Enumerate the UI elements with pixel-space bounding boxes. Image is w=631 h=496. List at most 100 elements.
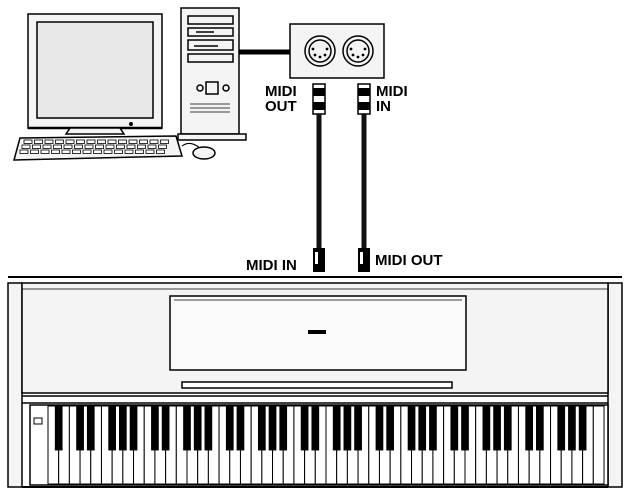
black-key (108, 405, 117, 451)
black-key (535, 405, 544, 451)
black-key (183, 405, 191, 451)
mouse (181, 142, 216, 160)
black-key (204, 405, 213, 451)
computer (13, 7, 385, 161)
keyboard-key (118, 139, 127, 144)
keyboard-key (97, 139, 106, 144)
black-key (151, 405, 159, 451)
keyboard-key (145, 149, 155, 154)
keyboard-key (156, 149, 165, 154)
black-key (407, 405, 416, 451)
white-key (592, 405, 605, 485)
piano-midi-out-label: MIDI OUT (375, 252, 443, 269)
keyboard-key (72, 149, 81, 154)
music-rest (169, 295, 467, 371)
keyboard-key (55, 139, 64, 144)
black-key (503, 405, 512, 451)
keyboard-key (124, 149, 134, 154)
black-key (300, 405, 309, 451)
piano-keys (47, 405, 605, 485)
black-key (279, 405, 288, 451)
keyboard-key (51, 149, 60, 154)
black-key (493, 405, 501, 451)
keyboard-key (76, 139, 85, 144)
black-key (193, 405, 202, 451)
black-key (118, 405, 127, 451)
keyboard-key (128, 139, 138, 144)
keyboard-key (53, 144, 62, 149)
black-key (257, 405, 266, 451)
black-key (86, 405, 95, 451)
black-key (54, 405, 63, 451)
computer-midi-in-line2: IN (376, 98, 391, 115)
black-key (129, 405, 138, 451)
keyboard-key (137, 144, 146, 149)
computer-midi-out-label: MIDI OUT (265, 84, 297, 114)
computer-midi-out-line2: OUT (265, 98, 297, 115)
black-key (450, 405, 459, 451)
piano-midi-in-label: MIDI IN (246, 257, 297, 274)
keyboard-key (40, 149, 50, 154)
black-key (161, 405, 170, 451)
midi-out-port (304, 35, 336, 67)
keyboard-key (44, 139, 54, 144)
black-key (429, 405, 437, 451)
keyboard-key (74, 144, 83, 149)
keyboard-key (160, 139, 169, 144)
keyboard-keys (19, 139, 169, 154)
black-key (236, 405, 245, 451)
keyboard-key (61, 149, 71, 154)
black-key (332, 405, 341, 451)
black-key (578, 405, 587, 451)
monitor (27, 13, 163, 135)
keyboard-key (114, 149, 123, 154)
keyboard-key (158, 144, 167, 149)
midi-in-port (342, 35, 374, 67)
keyboard-key (21, 144, 31, 149)
keyboard-key (139, 139, 148, 144)
black-key (76, 405, 84, 451)
black-key (418, 405, 427, 451)
computer-midi-in-line1: MIDI (376, 83, 408, 100)
keyboard-key (84, 144, 94, 149)
computer-keyboard (13, 135, 184, 161)
computer-midi-out-line1: MIDI (265, 83, 297, 100)
black-key (525, 405, 534, 451)
computer-tower (177, 7, 247, 141)
midi-cable-left (312, 83, 326, 272)
keyboard-key (93, 149, 102, 154)
black-key (461, 405, 469, 451)
black-key (375, 405, 384, 451)
black-key (268, 405, 277, 451)
black-key (225, 405, 234, 451)
keyboard-key (34, 139, 43, 144)
black-key (568, 405, 576, 451)
keyboard-key (105, 144, 115, 149)
keyboard-key (149, 139, 159, 144)
keyboard-key (42, 144, 52, 149)
midi-cable-right (357, 83, 371, 272)
keyboard-key (135, 149, 144, 154)
black-key (311, 405, 320, 451)
keyboard-key (19, 149, 29, 154)
black-key (354, 405, 362, 451)
keyboard-key (86, 139, 96, 144)
midi-interface (289, 23, 385, 79)
keyboard-key (103, 149, 113, 154)
black-key (343, 405, 352, 451)
digital-piano (7, 276, 623, 488)
keyboard-key (95, 144, 104, 149)
black-key (482, 405, 491, 451)
keyboard-key (147, 144, 157, 149)
computer-midi-in-label: MIDI IN (376, 84, 408, 114)
keyboard-key (30, 149, 39, 154)
keyboard-key (32, 144, 41, 149)
keyboard-key (107, 139, 117, 144)
black-key (557, 405, 566, 451)
keyboard-key (116, 144, 125, 149)
keyboard-key (82, 149, 92, 154)
keyboard-key (126, 144, 136, 149)
keyboard-key (65, 139, 75, 144)
black-key (386, 405, 395, 451)
